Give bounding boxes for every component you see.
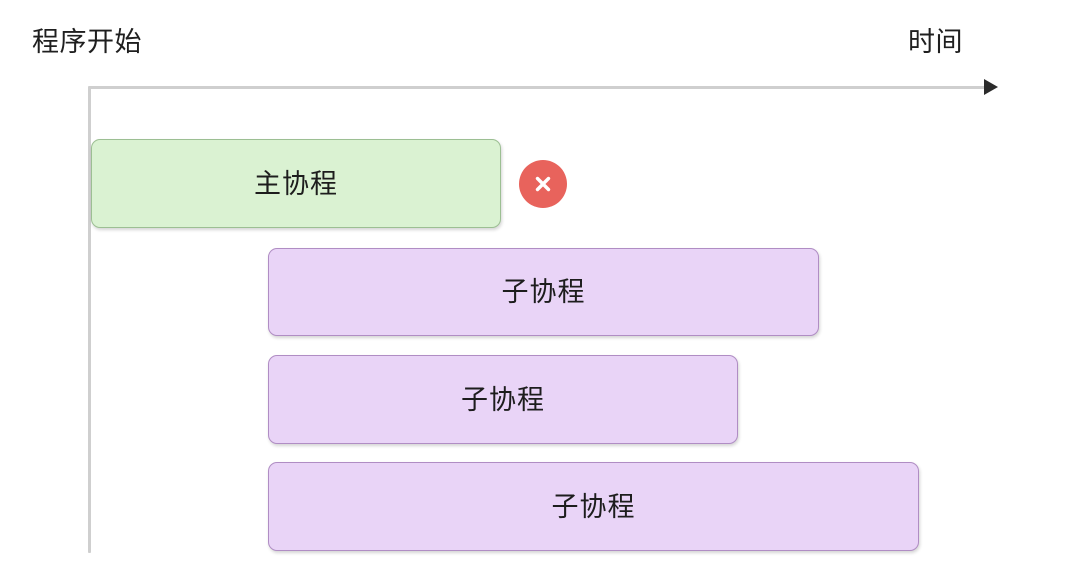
arrow-right-icon	[984, 79, 998, 95]
coroutine-bar-label: 子协程	[461, 384, 545, 415]
axis-direction-label: 时间	[908, 27, 963, 57]
coroutine-bar-label: 主协程	[254, 168, 338, 199]
program-start-axis-line	[88, 87, 91, 553]
child-coroutine-bar: 子协程	[268, 355, 738, 444]
child-coroutine-bar: 子协程	[268, 462, 919, 551]
main-coroutine-bar: 主协程	[91, 139, 501, 228]
close-x-icon	[519, 160, 567, 208]
time-axis-line	[88, 86, 988, 89]
axis-origin-label: 程序开始	[32, 27, 142, 57]
child-coroutine-bar: 子协程	[268, 248, 819, 336]
coroutine-bar-label: 子协程	[501, 277, 586, 307]
coroutine-bar-label: 子协程	[551, 491, 636, 522]
